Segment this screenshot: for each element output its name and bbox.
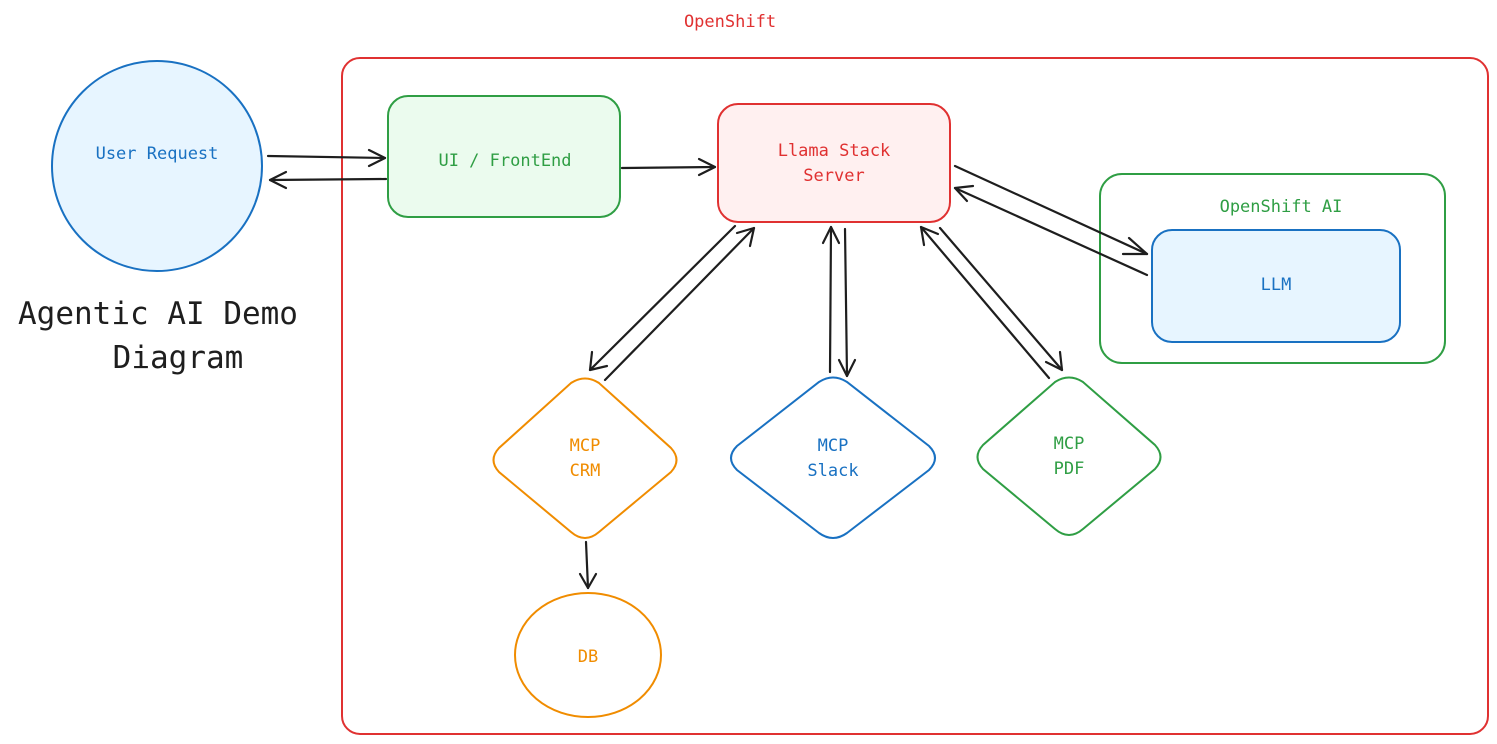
llama-stack-label-line1: Llama Stack xyxy=(778,141,891,161)
db-label: DB xyxy=(578,647,598,667)
diagram-title-line2: Diagram xyxy=(113,340,244,376)
mcp-slack-shape xyxy=(730,376,936,539)
mcp-slack-label-line2: Slack xyxy=(807,461,858,481)
mcp-pdf-label-line2: PDF xyxy=(1054,459,1085,479)
mcp-pdf-label-line1: MCP xyxy=(1054,434,1085,454)
mcp-slack-label-line1: MCP xyxy=(818,436,849,456)
user-request-node[interactable]: User Request xyxy=(51,60,263,272)
mcp-crm-label-line1: MCP xyxy=(570,436,601,456)
edge-llm-to-llama xyxy=(953,184,1149,277)
llm-label: LLM xyxy=(1261,275,1292,295)
edge-llama-to-crm xyxy=(588,224,737,372)
mcp-crm-node[interactable]: MCP CRM xyxy=(492,377,678,539)
frontend-label: UI / FrontEnd xyxy=(438,151,571,171)
llama-stack-label-line2: Server xyxy=(803,166,864,186)
db-node[interactable]: DB xyxy=(514,592,662,718)
mcp-pdf-shape xyxy=(976,376,1162,536)
edge-llama-to-slack xyxy=(837,227,857,378)
openshift-ai-label: OpenShift AI xyxy=(1220,197,1343,217)
openshift-container xyxy=(341,57,1489,735)
db-shape xyxy=(514,592,662,718)
edge-crm-to-db xyxy=(578,540,598,590)
edge-frontend-to-user xyxy=(268,170,388,190)
llm-node[interactable]: LLM xyxy=(1151,229,1401,343)
frontend-shape xyxy=(387,95,621,218)
mcp-crm-label-line2: CRM xyxy=(570,461,601,481)
mcp-crm-shape xyxy=(492,377,678,539)
edge-llama-to-llm xyxy=(953,164,1149,256)
llama-stack-node[interactable]: Llama Stack Server xyxy=(717,103,951,223)
mcp-pdf-node[interactable]: MCP PDF xyxy=(976,376,1162,536)
diagram-title-line1: Agentic AI Demo xyxy=(18,296,298,332)
edge-crm-to-llama xyxy=(603,226,756,382)
user-request-label: User Request xyxy=(96,144,219,164)
llm-shape xyxy=(1151,229,1401,343)
edge-user-to-frontend xyxy=(266,148,387,168)
llama-stack-shape xyxy=(717,103,951,223)
frontend-node[interactable]: UI / FrontEnd xyxy=(387,95,621,218)
edge-frontend-to-llama xyxy=(620,157,717,177)
edge-slack-to-llama xyxy=(821,225,841,374)
mcp-slack-node[interactable]: MCP Slack xyxy=(730,376,936,539)
edge-pdf-to-llama xyxy=(919,225,1051,380)
edge-llama-to-pdf xyxy=(938,226,1064,372)
openshift-label: OpenShift xyxy=(684,12,776,32)
openshift-ai-container xyxy=(1099,173,1446,364)
user-request-shape xyxy=(51,60,263,272)
